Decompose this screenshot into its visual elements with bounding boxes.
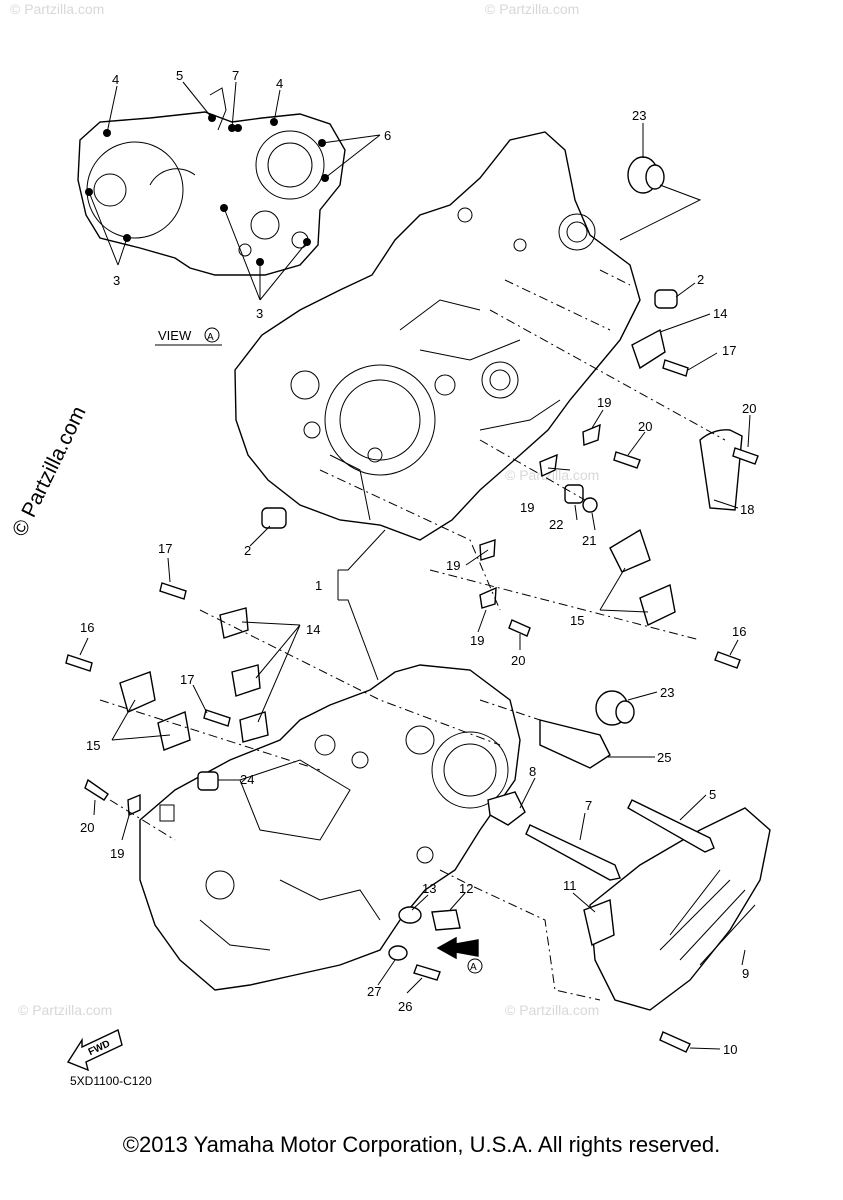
watermark: © Partzilla.com [485,1,579,17]
callout-9: 9 [742,966,749,981]
callout-17: 17 [722,343,736,358]
callout-13: 13 [422,881,436,896]
callout-23: 23 [632,108,646,123]
callout-24: 24 [240,772,254,787]
left-crankcase-half [139,664,521,991]
callout-18: 18 [740,502,754,517]
callout-2: 2 [697,272,704,287]
callout-19: 19 [446,558,460,573]
arrow-marker: A [470,962,477,973]
diagram-code: 5XD1100-C120 [70,1074,152,1088]
watermark-group: © Partzilla.com © Partzilla.com © Partzi… [10,1,599,1018]
callout-17: 17 [158,541,172,556]
small-parts [65,156,759,1053]
callout-19: 19 [520,500,534,515]
callout-6: 6 [384,128,391,143]
callout-27: 27 [367,984,381,999]
callout-numbers: 4 5 7 4 6 3 3 23 2 14 17 20 18 20 19 19 … [80,68,756,1057]
callout-2: 2 [244,543,251,558]
callout-7: 7 [232,68,239,83]
callout-20: 20 [511,653,525,668]
callout-21: 21 [582,533,596,548]
callout-4: 4 [112,72,119,87]
view-marker: A [207,332,214,343]
watermark: © Partzilla.com [18,1002,112,1018]
watermark: © Partzilla.com [10,1,104,17]
watermark: © Partzilla.com [505,467,599,483]
callout-19: 19 [470,633,484,648]
callout-10: 10 [723,1042,737,1057]
callout-22: 22 [549,517,563,532]
callout-26: 26 [398,999,412,1014]
view-label: VIEW [158,328,192,343]
view-a-inset [77,81,381,301]
callout-3: 3 [113,273,120,288]
copyright-footer: ©2013 Yamaha Motor Corporation, U.S.A. A… [122,1132,721,1157]
right-crankcase-half [234,131,641,541]
callout-5: 5 [709,787,716,802]
callout-12: 12 [459,881,473,896]
callout-17: 17 [180,672,194,687]
callout-3: 3 [256,306,263,321]
fwd-arrow: FWD [66,1029,123,1072]
callout-20: 20 [80,820,94,835]
watermark: © Partzilla.com [505,1002,599,1018]
callout-25: 25 [657,750,671,765]
callout-14: 14 [713,306,727,321]
callout-5: 5 [176,68,183,83]
callout-19: 19 [110,846,124,861]
callout-4: 4 [276,76,283,91]
callout-16: 16 [732,624,746,639]
callout-15: 15 [86,738,100,753]
callout-leaders [79,123,751,1050]
callout-20: 20 [742,401,756,416]
callout-15: 15 [570,613,584,628]
callout-19: 19 [597,395,611,410]
callout-8: 8 [529,764,536,779]
callout-20: 20 [638,419,652,434]
callout-1: 1 [315,578,322,593]
callout-14: 14 [306,622,320,637]
callout-11: 11 [563,878,577,893]
callout-23: 23 [660,685,674,700]
callout-16: 16 [80,620,94,635]
alignment-lines [99,269,726,1001]
callout-7: 7 [585,798,592,813]
